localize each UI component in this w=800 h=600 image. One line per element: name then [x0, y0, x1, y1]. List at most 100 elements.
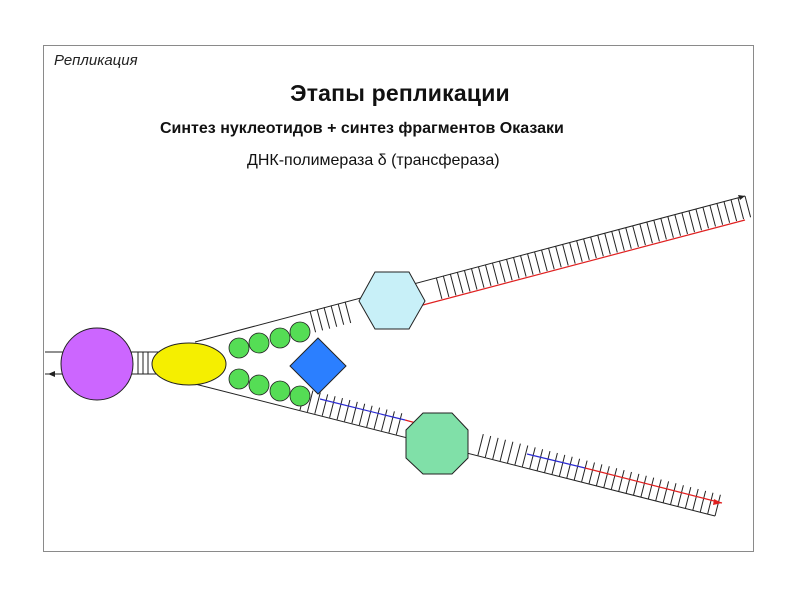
base-pair-tick: [395, 413, 403, 435]
base-pair-tick: [499, 439, 506, 462]
base-pair-tick: [595, 464, 603, 486]
base-pair-tick: [581, 460, 588, 483]
base-pair-tick: [470, 268, 478, 290]
base-pair-tick: [435, 277, 443, 300]
base-pair-tick: [684, 486, 692, 509]
base-pair-tick: [662, 481, 670, 503]
base-pair-tick: [477, 266, 485, 288]
base-pair-tick: [321, 394, 329, 416]
base-pair-tick: [513, 257, 520, 279]
base-pair-tick: [611, 231, 618, 253]
base-pair-tick: [507, 441, 514, 464]
primer-1: [319, 398, 406, 421]
base-pair-tick: [337, 303, 345, 325]
dna-polymerase-lagging: [405, 412, 469, 475]
base-pair-tick: [688, 210, 695, 233]
base-pair-tick: [647, 477, 655, 500]
base-pair-tick: [351, 401, 358, 424]
base-pair-tick: [699, 490, 707, 513]
base-pair-tick: [655, 479, 662, 502]
base-pair-tick: [744, 195, 752, 218]
base-pair-tick: [737, 197, 745, 220]
base-pair-tick: [566, 456, 573, 479]
base-pair-tick: [604, 232, 611, 255]
base-pair-tick: [639, 223, 646, 246]
base-pair-tick: [534, 251, 541, 274]
base-pair-tick: [707, 492, 714, 515]
base-pair-tick: [674, 214, 681, 236]
base-pair-tick: [716, 203, 724, 225]
leading-strand: [194, 195, 752, 343]
base-pair-tick: [541, 249, 548, 272]
base-pair-tick: [381, 409, 388, 431]
section-label: Репликация: [54, 52, 138, 69]
base-pair-tick: [529, 447, 536, 469]
base-pair-tick: [618, 229, 625, 251]
base-pair-tick: [555, 245, 562, 268]
base-pair-tick: [514, 443, 521, 466]
ssb-proteins: [228, 321, 311, 407]
base-pair-tick: [597, 234, 604, 257]
base-pair-tick: [520, 255, 527, 277]
base-pair-tick: [329, 396, 336, 418]
base-pair-tick: [583, 238, 590, 261]
base-pair-tick: [536, 449, 544, 471]
base-pair-tick: [681, 212, 688, 235]
base-pair-tick: [306, 390, 314, 413]
base-pair-tick: [573, 458, 581, 481]
base-pair-tick: [506, 258, 513, 281]
base-pair-tick: [695, 208, 702, 231]
helicase: [60, 327, 134, 401]
base-pair-tick: [569, 242, 576, 264]
base-pair-tick: [660, 218, 667, 240]
base-pair-tick: [618, 469, 625, 492]
base-pair-tick: [521, 445, 529, 467]
base-pair-tick: [709, 205, 716, 227]
base-pair-tick: [640, 475, 647, 498]
subtitle: Синтез нуклеотидов + синтез фрагментов О…: [160, 120, 564, 137]
base-pair-tick: [670, 483, 677, 505]
base-pair-tick: [484, 435, 492, 458]
base-pair-tick: [667, 216, 674, 238]
primer-2: [526, 453, 586, 469]
base-pair-tick: [492, 437, 499, 460]
dna-polymerase-leading: [358, 271, 426, 330]
base-pair-tick: [730, 199, 738, 222]
base-pair-tick: [588, 462, 595, 484]
base-pair-tick: [551, 452, 558, 475]
base-pair-tick: [498, 260, 506, 283]
base-pair-tick: [590, 236, 597, 259]
base-pair-tick: [344, 301, 352, 324]
base-pair-tick: [358, 403, 366, 426]
base-pair-tick: [442, 275, 450, 298]
primase: [289, 337, 347, 395]
base-pair-tick: [646, 221, 653, 244]
base-pair-tick: [653, 219, 660, 242]
base-pair-tick: [610, 468, 618, 490]
base-pair-tick: [625, 471, 632, 494]
base-pair-tick: [456, 271, 464, 294]
base-pair-tick: [527, 253, 534, 275]
base-pair-tick: [491, 262, 499, 285]
base-pair-tick: [366, 405, 373, 428]
base-pair-tick: [544, 450, 551, 473]
base-pair-tick: [463, 270, 471, 292]
base-pair-tick: [723, 201, 731, 223]
base-pair-tick: [677, 485, 684, 507]
okazaki-fragment-2: [584, 467, 723, 504]
base-pair-tick: [714, 494, 721, 517]
leading-arrow-icon: [738, 195, 745, 200]
base-pair-tick: [314, 392, 321, 414]
base-pair-tick: [309, 310, 317, 333]
base-pair-tick: [316, 308, 324, 331]
base-pair-tick: [702, 206, 709, 229]
base-pair-tick: [562, 244, 569, 266]
base-pair-tick: [336, 397, 343, 420]
base-pair-tick: [330, 305, 338, 327]
enzyme-label: ДНК-полимераза δ (трансфераза): [247, 152, 500, 169]
base-pair-tick: [373, 407, 381, 430]
base-pair-tick: [692, 488, 699, 511]
base-pair-tick: [323, 307, 331, 329]
base-pair-tick: [603, 466, 610, 488]
